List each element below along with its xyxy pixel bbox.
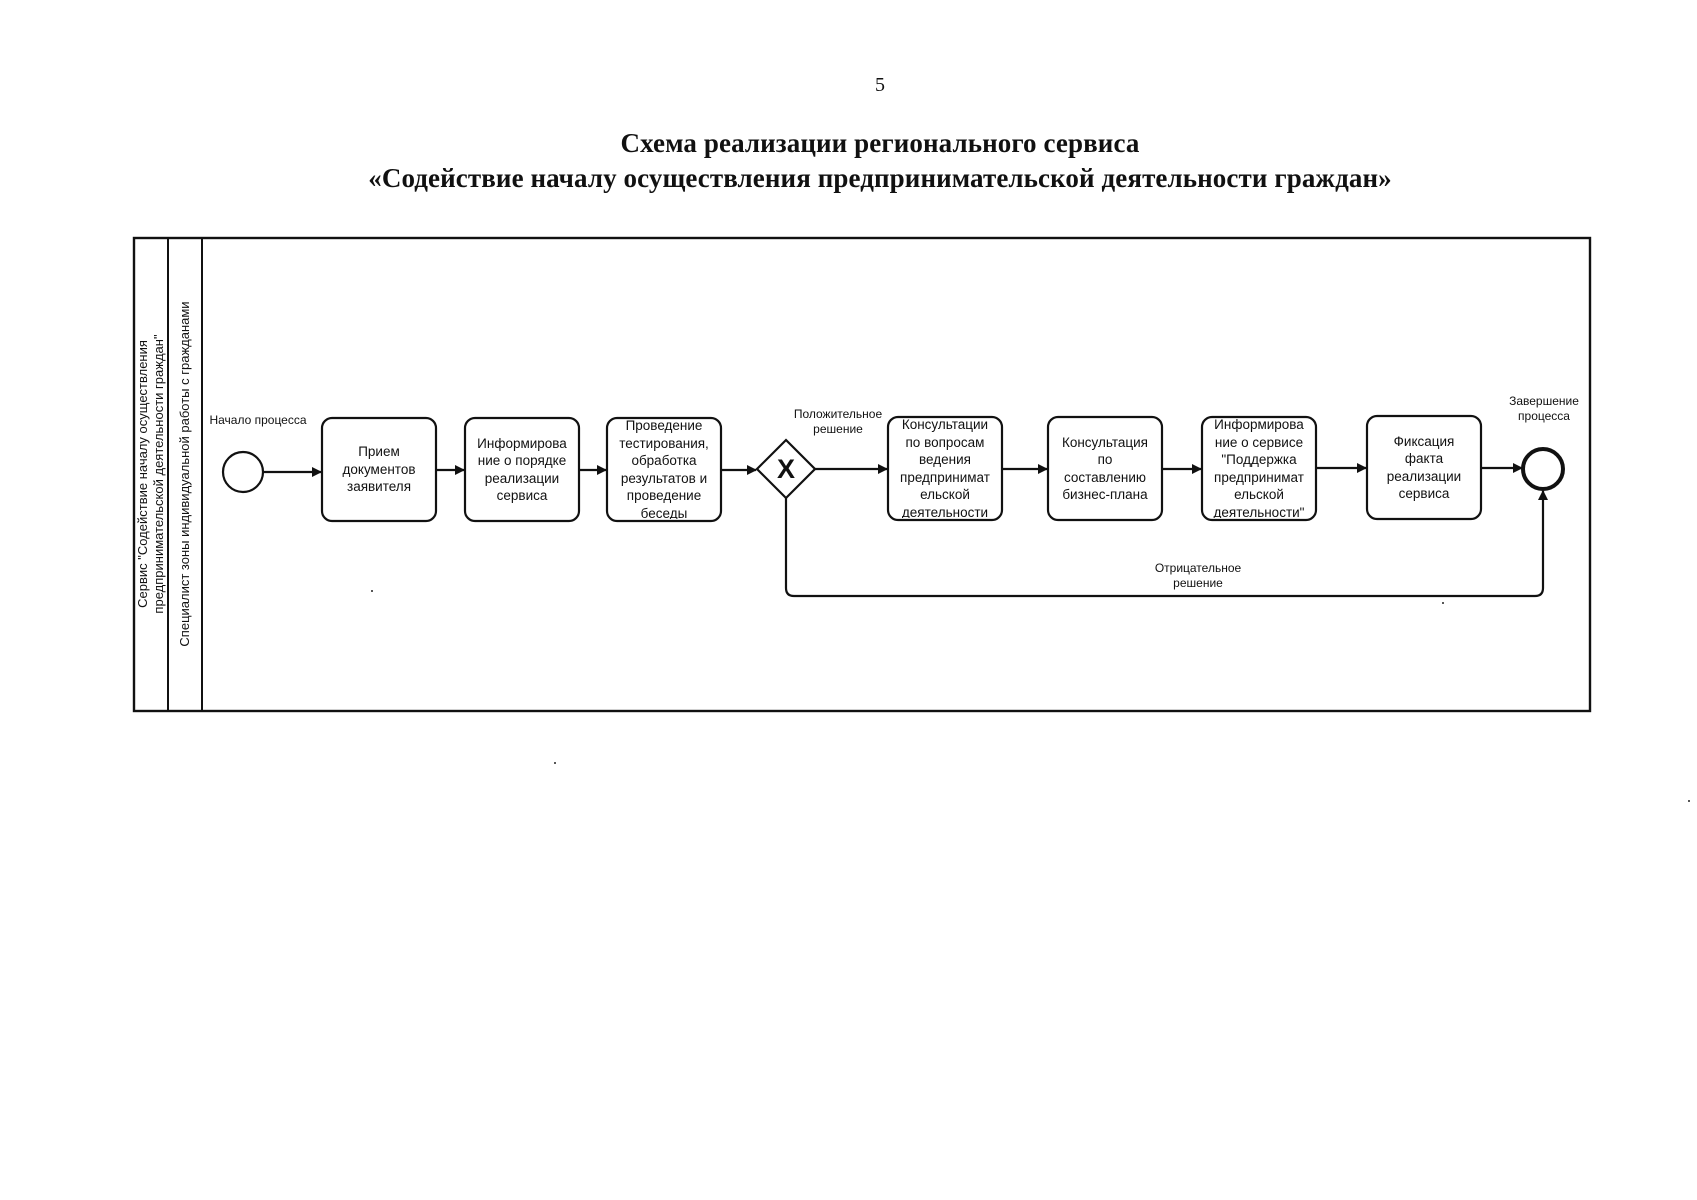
scan-speck: [1442, 602, 1444, 604]
task-testing-and-interview: Проведение тестирования, обработка резул…: [619, 420, 709, 519]
positive-decision-label: Положительное решение: [793, 407, 883, 436]
end-event-label: Завершение процесса: [1509, 394, 1579, 423]
lane-specialist-label: Специалист зоны индивидуальной работы с …: [177, 301, 192, 647]
task-record-completion: Фиксация факта реализации сервиса: [1386, 433, 1462, 502]
task-receive-documents: Прием документов заявителя: [342, 444, 416, 495]
pool-service-label: Сервис "Содействие началу осуществления …: [135, 334, 166, 614]
scan-speck: [554, 762, 556, 764]
end-event: [1521, 447, 1565, 491]
diagram-title-line-2: «Содействие началу осуществления предпри…: [368, 163, 1392, 193]
task-inform-procedure: Информирова ние о порядке реализации сер…: [477, 435, 567, 504]
start-event: [221, 450, 265, 494]
task-business-plan-consultation: Консультация по составлению бизнес-плана: [1061, 434, 1148, 503]
task-inform-support-service: Информирова ние о сервисе "Поддержка пре…: [1213, 419, 1305, 518]
pool-border: [132, 236, 1592, 713]
start-event-label: Начало процесса: [209, 413, 307, 427]
gateway-symbol: X: [776, 454, 795, 484]
negative-decision-label: Отрицательное решение: [1154, 561, 1242, 590]
task-business-consultation: Консультации по вопросам ведения предпри…: [900, 419, 990, 518]
scan-speck: [1688, 800, 1690, 802]
scan-speck: [371, 590, 373, 592]
page-number: 5: [875, 74, 885, 96]
flow-gateway-negative-to-end: [784, 490, 1548, 598]
diagram-title-line-1: Схема реализации регионального сервиса: [620, 128, 1140, 158]
